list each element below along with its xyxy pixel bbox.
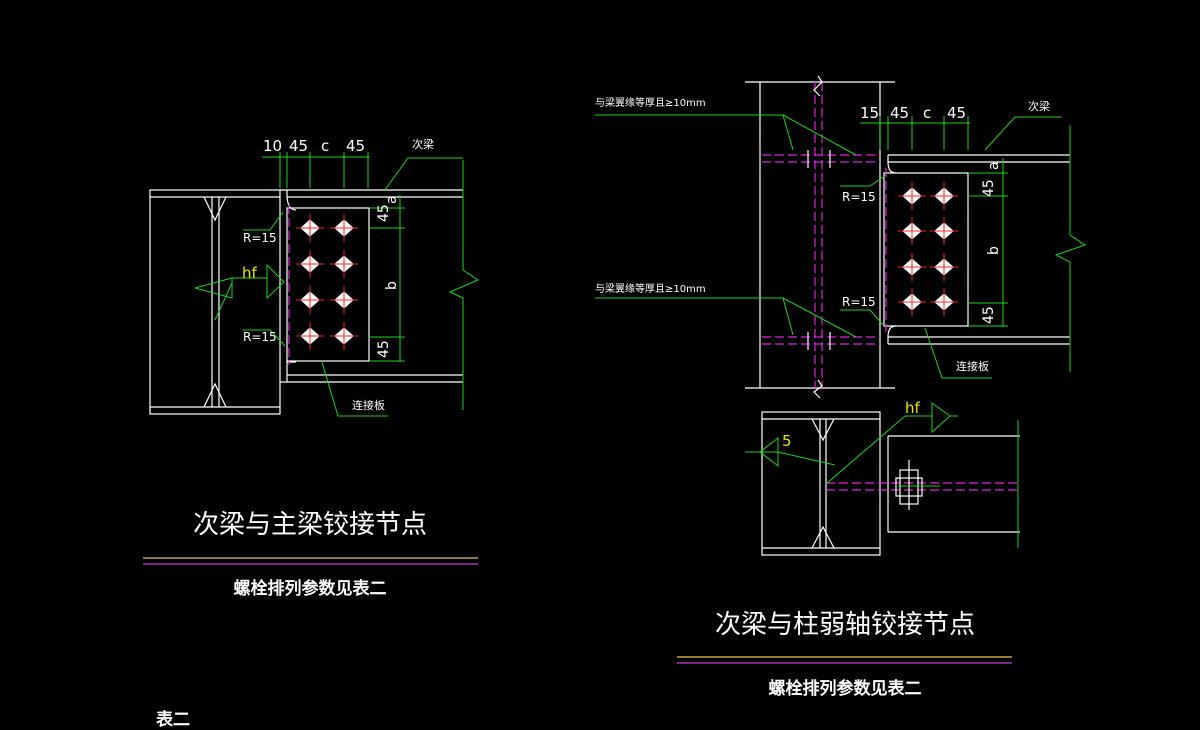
right-dim-45a: 45 bbox=[890, 104, 909, 122]
right-label-hf: hf bbox=[905, 399, 921, 417]
right-secondary-beam bbox=[887, 125, 1087, 372]
left-label-secondary-beam: 次梁 bbox=[412, 137, 434, 151]
bolt bbox=[330, 214, 358, 242]
right-vdim-45b: 45 bbox=[981, 306, 997, 324]
right-title: 次梁与柱弱轴铰接节点 bbox=[715, 610, 975, 640]
bolt bbox=[898, 182, 926, 210]
left-dim-10: 10 bbox=[263, 137, 282, 155]
left-top-dimension: 10 45 c 45 bbox=[262, 137, 370, 188]
right-dim-15: 15 bbox=[860, 104, 879, 122]
bolt bbox=[296, 214, 324, 242]
left-subtitle: 螺栓排列参数见表二 bbox=[234, 578, 387, 599]
right-detail: 15 45 c 45 次梁 与梁翼缘等厚且≥10mm 与梁翼缘等厚且≥10mm … bbox=[595, 75, 1087, 699]
right-vdim-b: b bbox=[986, 246, 1002, 255]
right-label-r-top: R=15 bbox=[842, 190, 876, 204]
bolt bbox=[296, 250, 324, 278]
left-dim-c: c bbox=[321, 137, 329, 155]
left-label-plate: 连接板 bbox=[352, 398, 385, 412]
right-label-stiffener-top: 与梁翼缘等厚且≥10mm bbox=[595, 96, 706, 109]
left-label-r-top: R=15 bbox=[243, 231, 277, 245]
left-main-beam bbox=[149, 189, 281, 415]
right-plan-view: hf 5 bbox=[745, 399, 1020, 556]
right-bolt-group bbox=[898, 182, 958, 316]
left-label-hf: hf bbox=[242, 264, 258, 282]
left-vdim-45a: 45 bbox=[376, 204, 392, 222]
bolt bbox=[898, 217, 926, 245]
left-detail: 10 45 c 45 次梁 连接板 R=15 R=15 hf 45 a bbox=[143, 137, 480, 599]
left-label-r-bottom: R=15 bbox=[243, 330, 277, 344]
bolt bbox=[296, 322, 324, 350]
table-label: 表二 bbox=[156, 709, 190, 730]
right-label-stiffener-bottom: 与梁翼缘等厚且≥10mm bbox=[595, 282, 706, 295]
right-dim-45b: 45 bbox=[947, 104, 966, 122]
left-dim-45a: 45 bbox=[289, 137, 308, 155]
right-subtitle: 螺栓排列参数见表二 bbox=[769, 678, 922, 699]
bolt bbox=[930, 253, 958, 281]
right-top-dimension: 15 45 c 45 bbox=[860, 104, 970, 150]
bolt bbox=[330, 250, 358, 278]
bolt bbox=[898, 253, 926, 281]
bolt bbox=[296, 286, 324, 314]
left-vertical-dimension: 45 a b 45 bbox=[370, 195, 405, 362]
right-vdim-45a: 45 bbox=[981, 179, 997, 197]
left-vdim-45b: 45 bbox=[376, 340, 392, 358]
left-secondary-beam bbox=[280, 160, 480, 410]
bolt bbox=[330, 286, 358, 314]
right-vertical-dimension: 45 a b 45 bbox=[968, 158, 1008, 327]
right-label-weld: 5 bbox=[782, 432, 792, 450]
bolt bbox=[898, 288, 926, 316]
bolt bbox=[930, 182, 958, 210]
right-label-secondary-beam: 次梁 bbox=[1028, 99, 1050, 113]
left-dim-45b: 45 bbox=[346, 137, 365, 155]
right-label-plate: 连接板 bbox=[956, 359, 989, 373]
right-connection-plate bbox=[883, 172, 969, 327]
right-vdim-a: a bbox=[986, 161, 1002, 170]
bolt bbox=[330, 322, 358, 350]
bolt bbox=[930, 288, 958, 316]
right-dim-c: c bbox=[923, 104, 931, 122]
left-bolt-group bbox=[296, 214, 358, 350]
left-title: 次梁与主梁铰接节点 bbox=[193, 510, 427, 540]
left-vdim-a: a bbox=[384, 195, 400, 204]
left-vdim-b: b bbox=[384, 281, 400, 290]
bolt bbox=[930, 217, 958, 245]
left-connection-plate bbox=[286, 207, 370, 362]
right-column bbox=[745, 75, 895, 399]
right-label-r-bottom: R=15 bbox=[842, 295, 876, 309]
